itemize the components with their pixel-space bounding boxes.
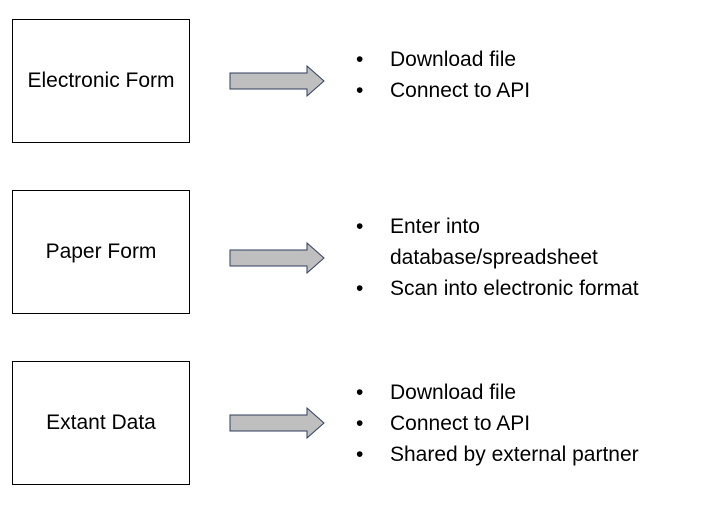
right-arrow-icon (229, 242, 325, 274)
electronic-form-options: Download file Connect to API (356, 44, 690, 106)
right-arrow-icon (229, 407, 325, 439)
list-item: Download file (356, 377, 690, 408)
extant-data-label: Extant Data (46, 411, 156, 434)
list-item: Shared by external partner (356, 439, 690, 470)
extant-data-box: Extant Data (12, 361, 190, 485)
electronic-form-box: Electronic Form (12, 19, 190, 143)
electronic-form-label: Electronic Form (27, 69, 175, 92)
right-arrow-icon (229, 65, 325, 97)
paper-form-box: Paper Form (12, 190, 190, 314)
paper-form-options: Enter into database/spreadsheet Scan int… (356, 211, 690, 304)
paper-form-label: Paper Form (45, 240, 157, 263)
extant-data-options: Download file Connect to API Shared by e… (356, 377, 690, 470)
list-item: Scan into electronic format (356, 273, 690, 304)
list-item: Enter into database/spreadsheet (356, 211, 640, 273)
list-item: Connect to API (356, 408, 690, 439)
list-item: Download file (356, 44, 690, 75)
list-item: Connect to API (356, 75, 690, 106)
